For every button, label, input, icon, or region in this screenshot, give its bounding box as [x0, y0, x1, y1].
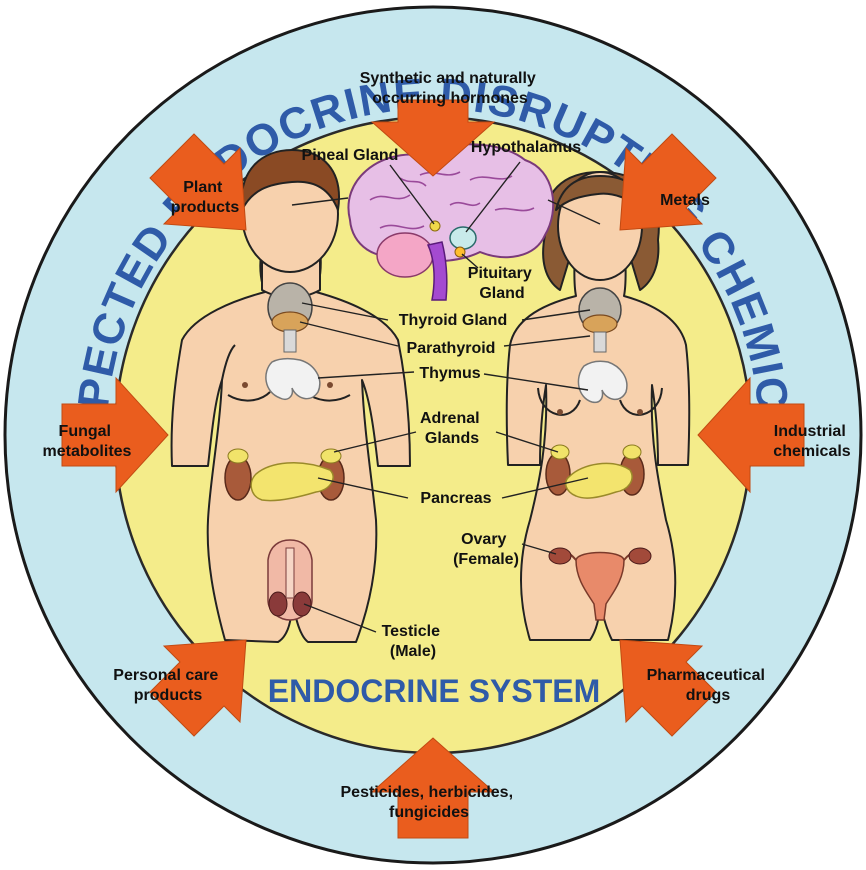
label-hypothalamus: Hypothalamus — [471, 139, 581, 156]
male-nipple-right — [327, 382, 333, 388]
label-top-line-1: Synthetic and naturally — [360, 70, 536, 87]
label-metals: Metals — [660, 192, 710, 209]
male-urethra-icon — [286, 548, 294, 598]
brain-cerebellum — [377, 233, 433, 277]
label-testicle-line-1: Testicle — [382, 623, 441, 640]
label-plant-line-1: Plant — [183, 179, 223, 196]
label-pharma-line-2: drugs — [686, 687, 731, 704]
label-pesticides-line-1: Pesticides, herbicides, — [341, 784, 514, 801]
label-top-line-2: occurring hormones — [372, 90, 528, 107]
label-metals-line-1: Metals — [660, 192, 710, 209]
label-adrenal-line-2: Glands — [425, 430, 479, 447]
label-adrenal-line-1: Adrenal — [420, 410, 480, 427]
female-adrenal-right-icon — [623, 445, 641, 459]
label-pituitary-line-1: Pituitary — [468, 265, 532, 282]
label-fungal-line-2: metabolites — [43, 443, 132, 460]
hypothalamus-icon — [450, 227, 476, 249]
ovary-left-icon — [549, 548, 571, 564]
label-pancreas: Pancreas — [420, 490, 491, 507]
female-trachea-icon — [594, 332, 606, 352]
label-parathyroid: Parathyroid — [407, 340, 496, 357]
male-reproductive-icon — [268, 540, 312, 620]
female-nipple-right — [637, 409, 643, 415]
testicle-right-icon — [293, 592, 311, 616]
label-pesticides-line-2: fungicides — [389, 804, 469, 821]
female-parathyroid-icon — [583, 315, 617, 333]
label-personal-line-2: products — [134, 687, 203, 704]
label-ovary-line-2: (Female) — [453, 551, 519, 568]
label-pharma-line-1: Pharmaceutical — [647, 667, 765, 684]
label-personal-line-1: Personal care — [113, 667, 218, 684]
label-testicle-line-2: (Male) — [390, 643, 436, 660]
label-pineal-gland: Pineal Gland — [302, 147, 399, 164]
label-fungal-line-1: Fungal — [59, 423, 111, 440]
male-nipple-left — [242, 382, 248, 388]
label-industrial-line-1: Industrial — [774, 423, 846, 440]
ovary-right-icon — [629, 548, 651, 564]
label-plant-line-2: products — [171, 199, 240, 216]
female-nipple-left — [557, 409, 563, 415]
label-industrial-line-2: chemicals — [773, 443, 850, 460]
label-thyroid-gland: Thyroid Gland — [399, 312, 507, 329]
male-adrenal-left-icon — [228, 449, 248, 463]
female-adrenal-left-icon — [551, 445, 569, 459]
label-pituitary-line-2: Gland — [479, 285, 524, 302]
male-trachea-icon — [284, 330, 296, 352]
label-ovary-line-1: Ovary — [461, 531, 506, 548]
pineal-icon — [430, 221, 440, 231]
label-thymus: Thymus — [419, 365, 480, 382]
center-title: ENDOCRINE SYSTEM — [268, 673, 600, 709]
testicle-left-icon — [269, 592, 287, 616]
